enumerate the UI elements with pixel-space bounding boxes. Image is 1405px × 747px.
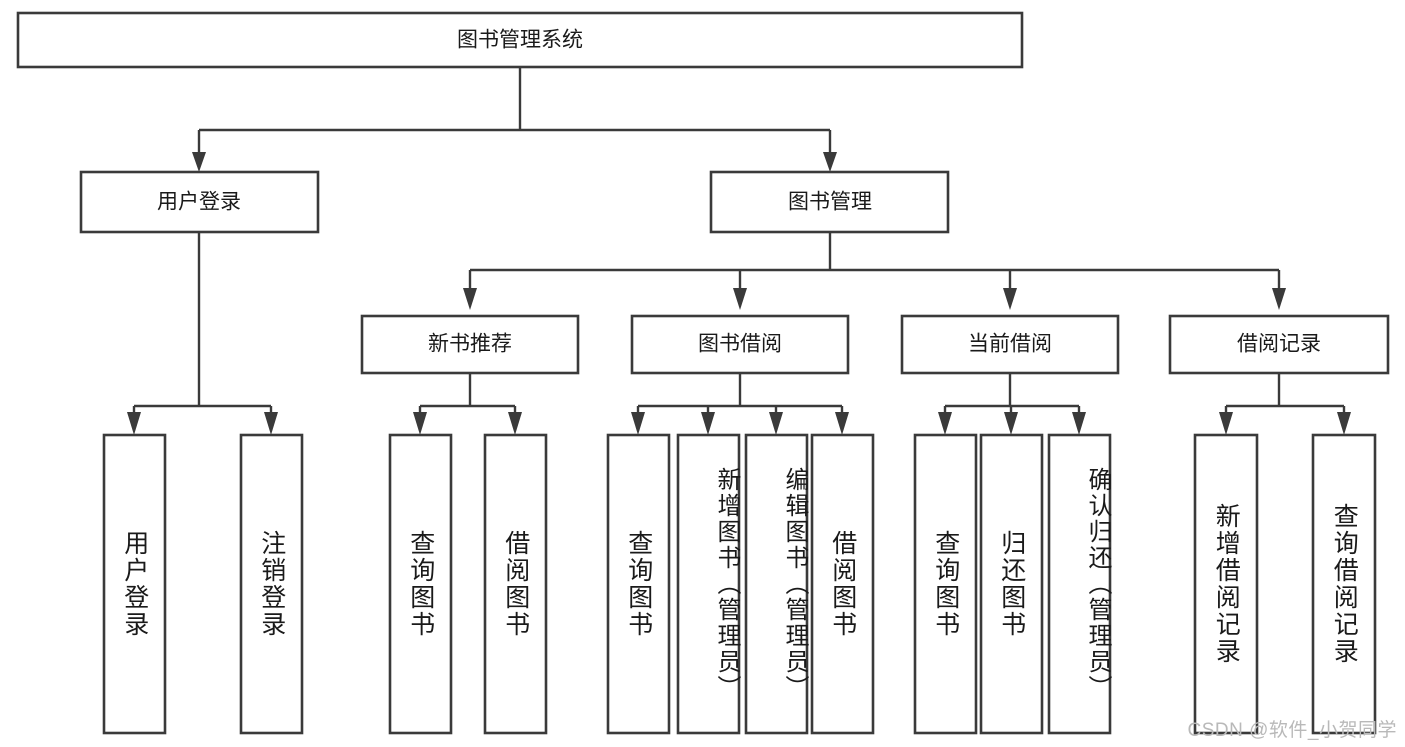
arrow-current-borrow-leaf-2 [1004, 412, 1018, 435]
leaf-current-borrow-1[interactable] [913, 433, 978, 735]
leaf-current-borrow-2[interactable] [979, 433, 1044, 735]
arrow-current-borrow-leaf-3 [1072, 412, 1086, 435]
leaf-borrow-record-1[interactable] [1193, 433, 1259, 735]
arrow-book-mgmt-child-3 [1003, 288, 1017, 310]
connector-group-current-borrow [938, 373, 1086, 435]
watermark-text: CSDN @软件_小贺同学 [1187, 720, 1397, 741]
node-borrow-record-label: 借阅记录 [1237, 333, 1321, 356]
arrow-book-borrow-leaf-3 [769, 412, 783, 435]
node-root[interactable] [16, 11, 1024, 69]
connector-group-borrow-record [1219, 373, 1351, 435]
connector-group-new-book [413, 373, 522, 435]
arrow-new-book-leaf-2 [508, 412, 522, 435]
leaf-new-book-1[interactable] [388, 433, 453, 735]
arrow-book-mgmt-child-4 [1272, 288, 1286, 310]
connector-group-book-mgmt [463, 232, 1286, 310]
arrow-book-mgmt-child-1 [463, 288, 477, 310]
leaf-borrow-record-2[interactable] [1311, 433, 1377, 735]
connector-group-root [192, 67, 837, 172]
leaf-new-book-2[interactable] [483, 433, 548, 735]
node-book-borrow-label: 图书借阅 [698, 333, 782, 356]
arrow-user-login-leaf-2 [264, 412, 278, 435]
node-root-label: 图书管理系统 [457, 29, 583, 52]
arrow-current-borrow-leaf-1 [938, 412, 952, 435]
arrow-borrow-record-leaf-1 [1219, 412, 1233, 435]
arrow-root-to-user-login [192, 152, 206, 172]
arrow-root-to-book-mgmt [823, 152, 837, 172]
arrow-book-borrow-leaf-2 [701, 412, 715, 435]
node-book-management[interactable] [709, 170, 950, 234]
node-book-management-label: 图书管理 [788, 191, 872, 214]
leaf-book-borrow-1[interactable] [606, 433, 671, 735]
arrow-borrow-record-leaf-2 [1337, 412, 1351, 435]
node-user-login-label: 用户登录 [157, 191, 241, 214]
node-user-login[interactable] [79, 170, 320, 234]
node-book-borrow[interactable] [630, 314, 850, 375]
leaf-current-borrow-3[interactable] [1047, 433, 1112, 735]
arrow-book-borrow-leaf-1 [631, 412, 645, 435]
leaf-book-borrow-3[interactable] [744, 433, 809, 735]
connector-group-book-borrow [631, 373, 849, 435]
leaf-book-borrow-2[interactable] [676, 433, 741, 735]
arrow-book-borrow-leaf-4 [835, 412, 849, 435]
arrow-book-mgmt-child-2 [733, 288, 747, 310]
node-borrow-record[interactable] [1168, 314, 1390, 375]
node-new-book-recommend-label: 新书推荐 [428, 333, 512, 356]
node-current-borrow[interactable] [900, 314, 1120, 375]
leaf-book-borrow-4[interactable] [810, 433, 875, 735]
leaf-user-login-2[interactable] [239, 433, 304, 735]
leaf-user-login-1[interactable] [102, 433, 167, 735]
connector-group-user-login [127, 232, 278, 435]
arrow-user-login-leaf-1 [127, 412, 141, 435]
node-new-book-recommend[interactable] [360, 314, 580, 375]
arrow-new-book-leaf-1 [413, 412, 427, 435]
node-current-borrow-label: 当前借阅 [968, 333, 1052, 356]
